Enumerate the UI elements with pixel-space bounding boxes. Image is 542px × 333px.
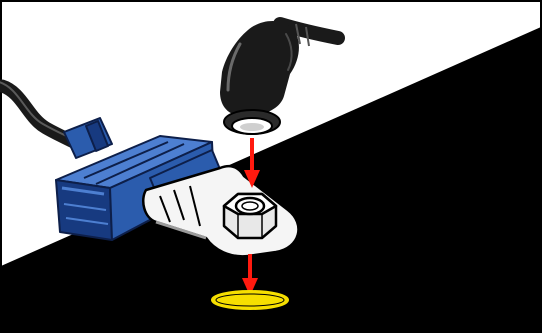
blue-connector-housing-icon [55, 117, 223, 241]
yellow-ground-point-icon [211, 290, 289, 310]
red-down-arrow-icon [242, 254, 258, 296]
angled-boot-plug-icon [220, 17, 345, 135]
hex-nut-icon [222, 192, 278, 240]
black-ground-surface [1, 27, 541, 332]
red-down-arrow-icon [244, 138, 260, 188]
